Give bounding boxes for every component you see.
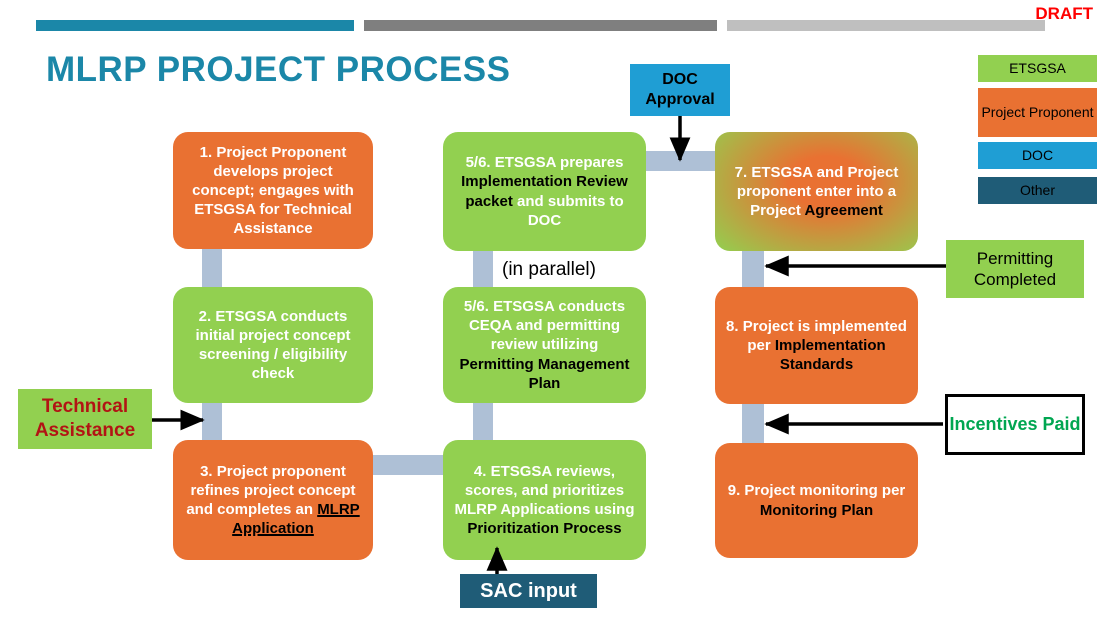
legend-item-etsgsa: ETSGSA	[978, 55, 1097, 82]
legend-item-etsgsa-label: ETSGSA	[1009, 60, 1066, 77]
draft-label: DRAFT	[1035, 4, 1093, 23]
connector-step56b-step56a	[473, 249, 493, 289]
flow-box-step7-part2: Agreement	[804, 202, 883, 220]
top-bar-light-gray	[727, 20, 1045, 31]
flow-box-step9: 9. Project monitoring per Monitoring Pla…	[715, 443, 918, 558]
top-bar-dark-gray	[364, 20, 717, 31]
connector-step7-step8	[742, 249, 764, 289]
top-bar-blue	[36, 20, 354, 31]
flow-box-step1-part1: 1. Project Proponent develops project co…	[192, 143, 354, 238]
legend-item-other-label: Other	[1019, 182, 1055, 199]
in-parallel-label: (in parallel)	[502, 259, 596, 280]
flow-box-step9-part1: 9. Project monitoring per	[727, 482, 906, 500]
flow-box-step8-text: 8. Project is implemented per Implementa…	[725, 317, 908, 375]
flow-box-step8-part1: 8. Project is implemented per	[726, 317, 907, 354]
callout-incentives-paid-label: Incentives Paid	[949, 414, 1081, 435]
flow-box-step56b-part2: Permitting Management Plan	[459, 355, 630, 392]
flow-box-step56b-text: 5/6. ETSGSA conducts CEQA and permitting…	[453, 297, 636, 393]
flow-box-step3-text: 3. Project proponent refines project con…	[183, 462, 363, 539]
flow-box-step4-part1: 4. ETSGSA reviews, scores, and prioritiz…	[454, 462, 635, 518]
connector-step56a-step7	[644, 151, 717, 171]
legend-item-project-proponent-label: Project Proponent	[981, 104, 1094, 121]
flow-box-step56a-part1: 5/6. ETSGSA prepares	[465, 154, 624, 172]
flow-box-step4-text: 4. ETSGSA reviews, scores, and prioritiz…	[453, 462, 636, 539]
flow-box-step9-part2: Monitoring Plan	[759, 501, 874, 519]
flow-box-step2: 2. ETSGSA conducts initial project conce…	[173, 287, 373, 403]
flow-box-step3: 3. Project proponent refines project con…	[173, 440, 373, 560]
flow-box-step7-part1: 7. ETSGSA and Project proponent enter in…	[734, 163, 899, 220]
callout-technical-assistance: Technical Assistance	[18, 389, 152, 449]
callout-permitting-completed-label: Permitting Completed	[973, 248, 1057, 289]
connector-step2-step3	[202, 401, 222, 442]
callout-sac-input-label: SAC input	[480, 579, 577, 602]
connector-step4-step56b	[473, 401, 493, 442]
connector-step3-step4	[371, 455, 445, 475]
page-title: MLRP PROJECT PROCESS	[46, 50, 511, 89]
callout-sac-input: SAC input	[460, 574, 597, 608]
callout-incentives-paid: Incentives Paid	[945, 394, 1085, 455]
flow-box-step56a-text: 5/6. ETSGSA prepares Implementation Revi…	[453, 153, 636, 230]
flow-box-step4: 4. ETSGSA reviews, scores, and prioritiz…	[443, 440, 646, 560]
callout-doc-approval: DOC Approval	[630, 64, 730, 116]
connector-step8-step9	[742, 402, 764, 445]
flow-box-step3-part1: 3. Project proponent refines project con…	[186, 462, 356, 518]
callout-technical-assistance-label: Technical Assistance	[34, 396, 136, 441]
flow-box-step3-part2: MLRP Application	[232, 501, 360, 538]
flow-box-step4-part2: Prioritization Process	[467, 520, 622, 538]
flow-box-step1-text: 1. Project Proponent develops project co…	[183, 143, 363, 239]
flow-box-step7: 7. ETSGSA and Project proponent enter in…	[715, 132, 918, 251]
connector-step1-step2	[202, 247, 222, 289]
flow-box-step56a-part2: Implementation Review packet	[461, 173, 628, 210]
legend-item-doc: DOC	[978, 142, 1097, 169]
legend-item-doc-label: DOC	[1021, 147, 1054, 164]
flow-box-step9-text: 9. Project monitoring per Monitoring Pla…	[725, 481, 908, 519]
flow-box-step56b-part1: 5/6. ETSGSA conducts CEQA and permitting…	[463, 298, 626, 354]
callout-permitting-completed: Permitting Completed	[946, 240, 1084, 298]
legend-item-project-proponent: Project Proponent	[978, 88, 1097, 137]
flow-box-step8-part2: Implementation Standards	[774, 336, 886, 374]
flow-box-step2-text: 2. ETSGSA conducts initial project conce…	[183, 307, 363, 384]
flow-box-step1: 1. Project Proponent develops project co…	[173, 132, 373, 249]
callout-doc-approval-label: DOC Approval	[645, 71, 715, 108]
flow-box-step56a: 5/6. ETSGSA prepares Implementation Revi…	[443, 132, 646, 251]
flow-box-step56a-part3: and submits to DOC	[512, 192, 624, 229]
flow-box-step7-text: 7. ETSGSA and Project proponent enter in…	[725, 163, 908, 221]
flow-box-step2-part1: 2. ETSGSA conducts initial project conce…	[195, 307, 351, 383]
flow-box-step8: 8. Project is implemented per Implementa…	[715, 287, 918, 404]
legend-item-other: Other	[978, 177, 1097, 204]
flow-box-step56b: 5/6. ETSGSA conducts CEQA and permitting…	[443, 287, 646, 403]
